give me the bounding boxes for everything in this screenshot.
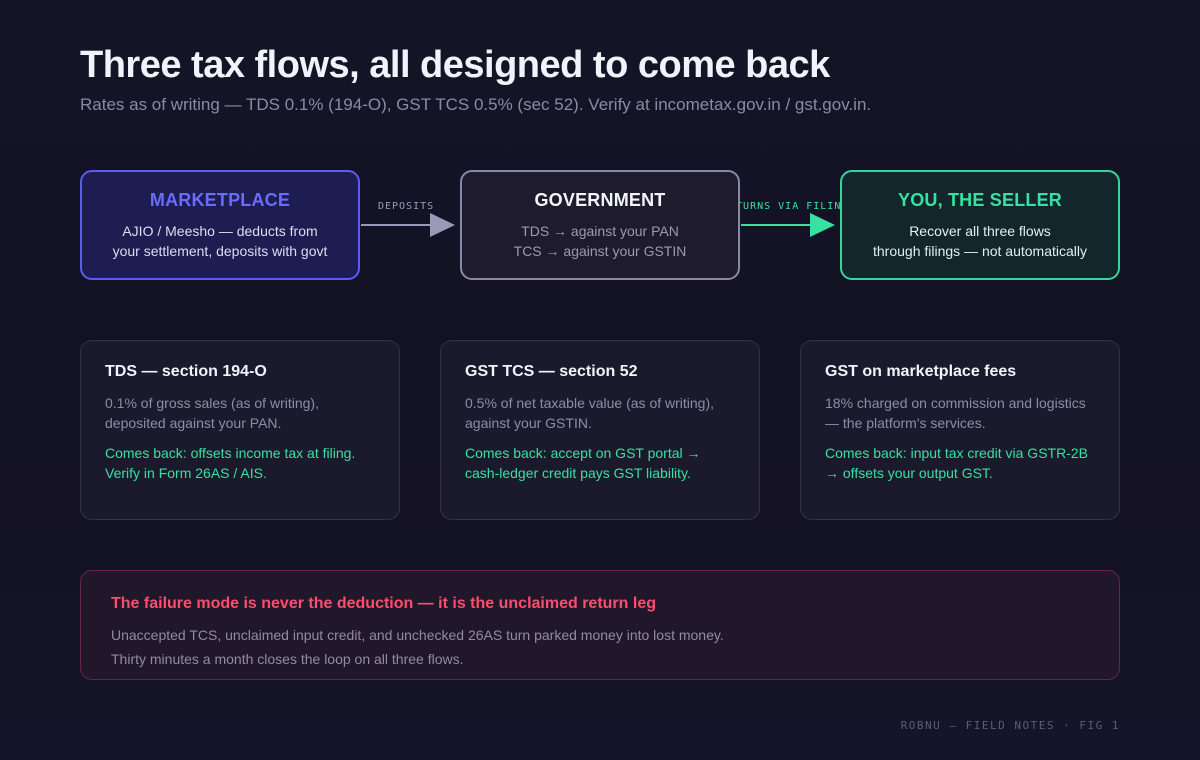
card-body: 0.5% of net taxable value (as of writing… [465,395,715,431]
failure-mode-line: Thirty minutes a month closes the loop o… [111,651,464,667]
page-title: Three tax flows, all designed to come ba… [80,44,830,86]
gst-tcs-card: GST TCS — section 52 0.5% of net taxable… [440,340,760,520]
seller-node-line: through filings — not automatically [873,242,1087,259]
marketplace-node: MARKETPLACE AJIO / Meesho — deducts from… [80,170,360,280]
gst-fees-card: GST on marketplace fees 18% charged on c… [800,340,1120,520]
deposits-edge-label: DEPOSITS [378,201,435,212]
returns-arrow-head [810,213,835,237]
seller-node: YOU, THE SELLER Recover all three flows … [840,170,1120,280]
failure-mode-callout: The failure mode is never the deduction … [80,570,1120,680]
card-title: TDS — section 194-O [105,363,267,380]
marketplace-node-line: AJIO / Meesho — deducts from [122,222,318,239]
returns-edge-label: RETURNS VIA FILINGS [722,201,856,212]
government-node-title: GOVERNMENT [534,189,666,210]
card-title: GST TCS — section 52 [465,363,638,380]
card-title: GST on marketplace fees [825,363,1017,380]
failure-mode-title: The failure mode is never the deduction … [111,595,656,612]
card-body: 18% charged on commission and logistics … [825,395,1086,431]
government-node-line: TDS → against your PAN [521,222,679,239]
government-node: GOVERNMENT TDS → against your PAN TCS → … [460,170,740,280]
marketplace-node-line: your settlement, deposits with govt [112,242,328,259]
tds-card: TDS — section 194-O 0.1% of gross sales … [80,340,400,520]
seller-node-title: YOU, THE SELLER [897,189,1062,210]
deposits-arrow-head [430,213,455,237]
card-comes-back: Comes back: accept on GST portal → cash-… [465,445,701,481]
card-comes-back: Comes back: offsets income tax at filing… [105,445,356,481]
government-node-line: TCS → against your GSTIN [513,242,687,259]
failure-mode-line: Unaccepted TCS, unclaimed input credit, … [111,627,724,643]
card-comes-back: Comes back: input tax credit via GSTR-2B… [825,445,1088,481]
marketplace-node-title: MARKETPLACE [149,189,291,210]
page-subtitle: Rates as of writing — TDS 0.1% (194-O), … [80,95,872,114]
figure-credit: ROBNU — FIELD NOTES · FIG 1 [900,719,1120,732]
seller-node-line: Recover all three flows [909,222,1051,239]
card-body: 0.1% of gross sales (as of writing), dep… [105,395,319,431]
